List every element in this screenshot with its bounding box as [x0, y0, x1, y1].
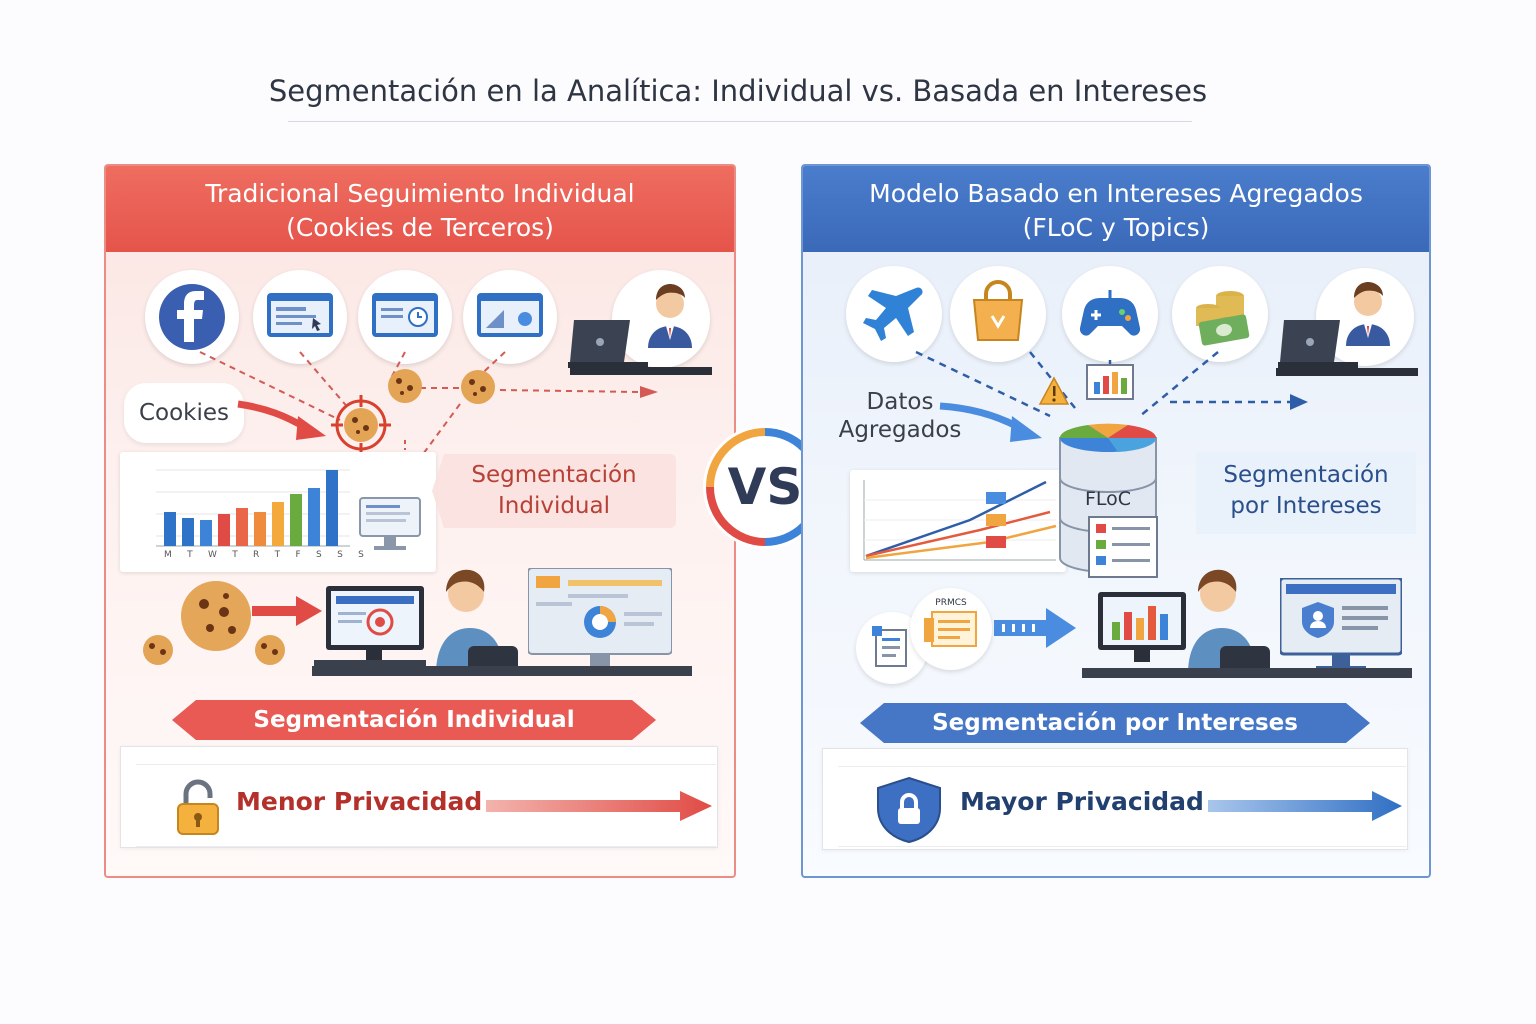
day-tick: T — [232, 550, 238, 560]
day-tick: T — [187, 550, 193, 560]
desk-surface — [570, 367, 712, 375]
checklist-icon — [1088, 516, 1158, 578]
aggregated-data-label-line1: Datos — [866, 389, 934, 415]
desk-surface — [1276, 368, 1418, 376]
cookie-to-computer-arrow — [252, 596, 322, 626]
aggregated-data-label: Datos Agregados — [824, 388, 976, 468]
day-tick: F — [295, 550, 301, 560]
day-tick: S — [358, 550, 364, 560]
interest-panel-header: Modelo Basado en Intereses Agregados (FL… — [803, 166, 1429, 252]
divider — [136, 846, 716, 847]
mini-chart-icon — [1086, 364, 1134, 400]
individual-segment-label-line2: Individual — [497, 493, 610, 519]
report-label: PRMCS — [935, 598, 967, 608]
cookies-label: Cookies — [138, 400, 230, 426]
desk-surface — [312, 666, 692, 676]
desk-surface — [1082, 668, 1412, 678]
low-privacy-box — [120, 746, 718, 848]
page-title: Segmentación en la Analítica: Individual… — [268, 74, 1208, 108]
interest-panel-title: Modelo Basado en Intereses Agregados — [869, 179, 1363, 208]
analyst-person-icon — [418, 562, 518, 674]
profile-monitor-icon — [1278, 576, 1404, 676]
big-cookie-icon — [178, 578, 254, 654]
cookie-icon — [252, 632, 288, 668]
day-tick: W — [207, 550, 217, 560]
individual-panel-subtitle: (Cookies de Terceros) — [286, 213, 554, 242]
report-bubble: PRMCS — [910, 588, 992, 670]
facebook-icon — [145, 270, 239, 364]
cookies-arrow — [237, 400, 326, 440]
aggregated-data-arrow — [939, 402, 1042, 442]
report-to-computer-arrow — [994, 608, 1076, 648]
high-privacy-arrow — [1208, 791, 1402, 821]
small-monitor-icon — [358, 496, 422, 550]
divider — [838, 846, 1406, 847]
cookie-icon — [385, 366, 425, 406]
day-tick: T — [274, 550, 281, 560]
weekly-bar-chart-card: M T W T R T F S S S — [120, 452, 436, 572]
analyst-person-icon — [1170, 562, 1270, 674]
shopping-bag-icon — [950, 266, 1046, 362]
trend-line-chart-card — [850, 470, 1066, 572]
browser-analytics-icon — [463, 270, 557, 364]
individual-panel-header: Tradicional Seguimiento Individual (Cook… — [106, 166, 734, 252]
warning-icon — [1038, 376, 1070, 406]
divider — [838, 766, 1406, 767]
money-icon — [1172, 266, 1268, 362]
document-bubble — [856, 612, 928, 684]
cookie-icon — [140, 632, 176, 668]
aggregated-data-label-line2: Agregados — [838, 417, 962, 443]
analytics-monitor-icon — [1096, 590, 1192, 670]
low-privacy-arrow — [486, 791, 712, 821]
day-tick: R — [253, 550, 260, 560]
individual-segmentation-ribbon: Segmentación Individual — [172, 700, 656, 740]
browser-clock-icon — [358, 270, 452, 364]
day-tick: S — [337, 550, 343, 560]
day-tick: M — [164, 550, 172, 560]
interest-segment-label-line1: Segmentación — [1223, 462, 1389, 488]
unlocked-padlock-icon — [174, 778, 222, 838]
shield-lock-icon — [874, 776, 944, 844]
interest-panel-subtitle: (FLoC y Topics) — [1022, 213, 1210, 242]
versus-label: VS — [727, 458, 803, 516]
website-icon — [253, 270, 347, 364]
interest-segment-label-line2: por Intereses — [1230, 493, 1382, 519]
trend-line-chart — [863, 480, 1057, 561]
interest-segment-label: Segmentación por Intereses — [1196, 452, 1416, 534]
low-privacy-label: Menor Privacidad — [236, 787, 483, 816]
cookies-bubble: Cookies — [124, 383, 244, 443]
dashboard-monitor-icon — [527, 567, 673, 676]
individual-segment-label-line1: Segmentación — [471, 462, 637, 488]
laptop-icon — [568, 318, 648, 370]
chart-day-ticks: M T W T R T F S S S — [164, 550, 364, 560]
weekly-bar-chart — [156, 469, 350, 547]
target-cookie-icon — [328, 392, 394, 458]
targeted-monitor-icon — [314, 584, 426, 672]
interest-segmentation-ribbon: Segmentación por Intereses — [860, 703, 1370, 743]
gamepad-icon — [1062, 266, 1158, 362]
individual-segment-label: Segmentación Individual — [432, 454, 676, 528]
high-privacy-label: Mayor Privacidad — [960, 787, 1204, 816]
floc-label: FLoC — [1084, 488, 1132, 510]
user-avatar — [612, 270, 710, 368]
laptop-icon — [1278, 318, 1358, 370]
individual-panel-title: Tradicional Seguimiento Individual — [205, 179, 635, 208]
divider — [136, 764, 716, 765]
title-divider — [288, 121, 1192, 122]
airplane-icon — [846, 266, 942, 362]
day-tick: S — [316, 550, 322, 560]
cookie-icon — [458, 367, 498, 407]
